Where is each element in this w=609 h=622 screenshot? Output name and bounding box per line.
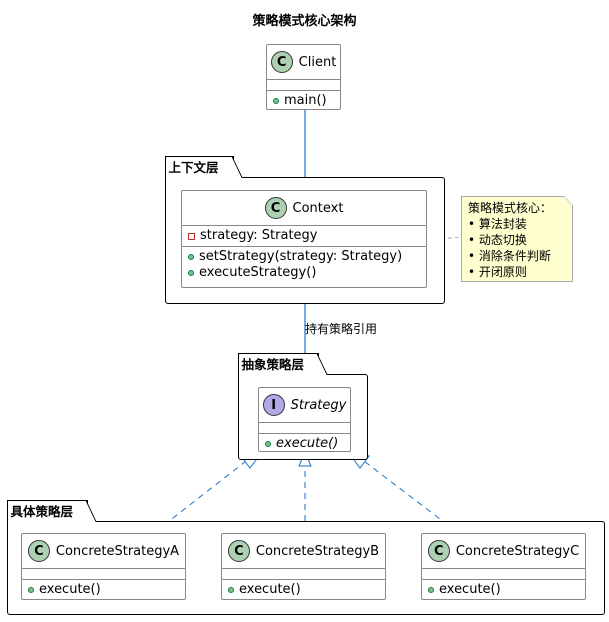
method-signature: execute() (439, 582, 501, 597)
method-row: execute() (428, 582, 579, 598)
package-context-layer-label: 上下文层 (164, 156, 242, 178)
interface-strategy[interactable]: I Strategy execute() (258, 387, 351, 452)
note-item: • 开闭原则 (468, 265, 527, 279)
class-name: ConcreteStrategyB (255, 543, 380, 559)
public-visibility-icon (265, 441, 271, 447)
class-client-header: C Client (267, 45, 340, 80)
class-stereotype-icon: C (227, 540, 250, 562)
note-item: • 算法封装 (468, 217, 527, 231)
method-signature: execute() (39, 582, 101, 597)
note-item: • 消除条件判断 (468, 249, 551, 263)
class-context-header: C Context (182, 191, 426, 226)
class-context-methods: setStrategy(strategy: Strategy) executeS… (182, 247, 426, 283)
class-client[interactable]: C Client main() (266, 44, 341, 110)
interface-strategy-fields (259, 423, 350, 434)
note-heading: 策略模式核心： (468, 201, 553, 215)
package-abstract-layer-label: 抽象策略层 (237, 353, 327, 375)
class-name: ConcreteStrategyA (55, 543, 180, 559)
class-concrete-strategy-c-header: C ConcreteStrategyC (422, 534, 585, 569)
class-concrete-strategy-c-methods: execute() (422, 580, 585, 600)
class-concrete-strategy-b-methods: execute() (222, 580, 385, 600)
class-context-fields: strategy: Strategy (182, 226, 426, 247)
class-context[interactable]: C Context strategy: Strategy setStrategy… (181, 190, 427, 288)
interface-stereotype-icon: I (262, 394, 285, 416)
note-strategy-core: 策略模式核心： • 算法封装 • 动态切换 • 消除条件判断 • 开闭原则 (461, 196, 573, 282)
class-concrete-strategy-a-methods: execute() (22, 580, 185, 600)
method-row: execute() (28, 582, 179, 598)
method-row: execute() (265, 436, 344, 452)
method-signature: setStrategy(strategy: Strategy) (199, 249, 403, 264)
field-row: strategy: Strategy (188, 228, 420, 244)
public-visibility-icon (273, 98, 279, 104)
class-concrete-strategy-a[interactable]: C ConcreteStrategyA execute() (21, 533, 186, 600)
realization-c-line (359, 457, 458, 533)
class-stereotype-icon: C (427, 540, 450, 562)
field-signature: strategy: Strategy (200, 228, 318, 243)
class-concrete-strategy-b-fields (222, 569, 385, 580)
class-concrete-strategy-a-fields (22, 569, 185, 580)
interface-strategy-methods: execute() (259, 434, 350, 454)
method-row: main() (273, 93, 334, 109)
class-concrete-strategy-b[interactable]: C ConcreteStrategyB execute() (221, 533, 386, 600)
edge-label-holds-reference: 持有策略引用 (305, 322, 378, 336)
class-client-methods: main() (267, 91, 340, 111)
interface-name: Strategy (290, 397, 347, 413)
method-row: executeStrategy() (188, 265, 420, 281)
interface-strategy-header: I Strategy (259, 388, 350, 423)
class-stereotype-icon: C (264, 197, 287, 219)
class-concrete-strategy-c-fields (422, 569, 585, 580)
class-client-fields (267, 80, 340, 91)
method-signature: executeStrategy() (199, 265, 317, 280)
class-name: Context (292, 200, 344, 216)
class-name: ConcreteStrategyC (455, 543, 580, 559)
method-signature: execute() (239, 582, 301, 597)
class-concrete-strategy-a-header: C ConcreteStrategyA (22, 534, 185, 569)
class-concrete-strategy-c[interactable]: C ConcreteStrategyC execute() (421, 533, 586, 600)
class-stereotype-icon: C (270, 51, 293, 73)
note-item: • 动态切换 (468, 233, 527, 247)
realization-a-line (154, 457, 251, 533)
class-name: Client (298, 54, 337, 70)
method-row: setStrategy(strategy: Strategy) (188, 249, 420, 265)
package-concrete-layer-label: 具体策略层 (6, 500, 96, 522)
class-concrete-strategy-b-header: C ConcreteStrategyB (222, 534, 385, 569)
private-visibility-icon (188, 232, 195, 240)
public-visibility-icon (188, 270, 194, 276)
public-visibility-icon (228, 587, 234, 593)
class-stereotype-icon: C (27, 540, 50, 562)
public-visibility-icon (428, 587, 434, 593)
method-row: execute() (228, 582, 379, 598)
public-visibility-icon (188, 254, 194, 260)
method-signature: execute() (276, 436, 339, 451)
method-signature: main() (284, 93, 327, 108)
public-visibility-icon (28, 587, 34, 593)
diagram-title: 策略模式核心架构 (252, 14, 357, 29)
